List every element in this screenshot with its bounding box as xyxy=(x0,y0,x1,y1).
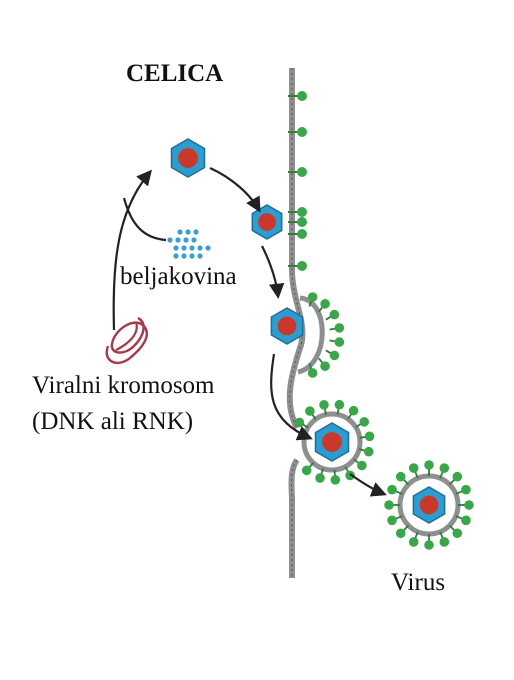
arrow-to-release xyxy=(349,473,387,497)
protein-dot xyxy=(181,245,187,251)
process-arrows xyxy=(112,166,387,497)
released-glycoprotein xyxy=(452,528,463,539)
capsid-assembled xyxy=(170,138,206,178)
budding-glycoprotein xyxy=(329,309,340,320)
cell-membrane-upper-edge xyxy=(289,68,303,429)
exiting-glycoprotein xyxy=(363,446,374,457)
released-glycoprotein xyxy=(439,463,450,473)
protein-dot xyxy=(189,253,195,259)
released-glycoprotein xyxy=(464,500,474,510)
cell-membrane-lower xyxy=(288,458,300,578)
protein-dot xyxy=(205,245,211,251)
cell-membrane xyxy=(286,68,306,578)
glycoprotein xyxy=(297,91,307,101)
capsid-exiting-core xyxy=(322,432,342,452)
released-glycoprotein xyxy=(424,540,434,550)
released-glycoprotein xyxy=(387,515,397,526)
arrow-to-exit xyxy=(270,353,313,441)
viral-chromosome-strand xyxy=(105,316,149,365)
released-virus-envelope xyxy=(384,460,474,550)
protein-dot xyxy=(173,245,179,251)
exiting-glycoprotein xyxy=(348,405,359,416)
released-glycoprotein xyxy=(384,500,394,510)
released-glycoprotein xyxy=(461,484,471,495)
protein-dot xyxy=(193,229,199,235)
capsid-released xyxy=(412,486,446,524)
budding-glycoprotein xyxy=(320,361,330,371)
released-glycoprotein xyxy=(461,515,471,526)
arrow-chromosome-to-capsid xyxy=(112,169,152,331)
viral-chromosome-strand-2 xyxy=(115,321,138,351)
exiting-glycoprotein xyxy=(359,417,370,427)
capsid-released-core xyxy=(419,495,439,515)
glycoprotein xyxy=(297,207,307,217)
glycoprotein xyxy=(297,229,307,239)
budding-glycoprotein xyxy=(307,368,318,378)
exiting-glycoprotein xyxy=(364,431,375,442)
protein-label: beljakovina xyxy=(120,263,237,290)
released-glycoprotein xyxy=(452,471,463,482)
released-glycoprotein xyxy=(387,484,397,495)
membrane-glycoproteins xyxy=(288,91,307,271)
arrow-capsid-to-membrane xyxy=(209,166,261,213)
protein-dot xyxy=(181,253,187,259)
exiting-virus-membrane xyxy=(301,411,363,473)
arrow-to-budding xyxy=(261,245,285,300)
glycoprotein xyxy=(297,127,307,137)
exiting-glycoprotein xyxy=(330,475,341,485)
exiting-glycoprotein xyxy=(357,460,367,471)
released-glycoprotein xyxy=(408,463,419,473)
protein-dot xyxy=(191,237,197,243)
capsids xyxy=(170,138,446,524)
protein-dot xyxy=(183,237,189,243)
budding-glycoprotein xyxy=(334,337,345,347)
released-glycoprotein xyxy=(424,460,434,470)
released-glycoprotein xyxy=(395,471,406,482)
glycoprotein xyxy=(297,217,307,227)
protein-dot xyxy=(177,229,183,235)
glycoprotein xyxy=(297,261,307,271)
capsid-at-membrane-core xyxy=(258,213,276,231)
protein-dot xyxy=(189,245,195,251)
exiting-glycoprotein xyxy=(315,473,325,483)
exiting-glycoprotein xyxy=(345,470,355,481)
protein-dots xyxy=(167,229,211,259)
capsid-exiting xyxy=(314,422,350,462)
protein-dot xyxy=(197,253,203,259)
chromosome-sublabel: (DNK ali RNK) xyxy=(32,408,194,435)
budding-glycoprotein xyxy=(320,299,330,309)
budding-glycoprotein xyxy=(329,350,340,361)
capsid-budding-core xyxy=(277,316,297,336)
protein-dot xyxy=(167,237,173,243)
protein-dot xyxy=(185,229,191,235)
exiting-glycoprotein xyxy=(301,465,312,476)
capsid-budding xyxy=(270,307,304,345)
budding-envelope-arc xyxy=(297,295,325,375)
exiting-glycoprotein xyxy=(334,399,345,410)
released-glycoprotein xyxy=(439,537,450,547)
chromosome-label: Viralni kromosom xyxy=(32,372,215,399)
budding-glycoprotein xyxy=(307,292,318,302)
capsid-assembled-core xyxy=(178,148,198,168)
glycoprotein xyxy=(297,167,307,177)
budding-envelope xyxy=(297,292,345,378)
released-glycoprotein xyxy=(408,537,419,547)
exiting-glycoprotein xyxy=(294,417,305,428)
protein-dot xyxy=(175,237,181,243)
arrow-protein-to-capsid xyxy=(122,197,167,242)
exiting-glycoprotein xyxy=(319,400,329,410)
viral-chromosome xyxy=(105,316,149,365)
virus-label: Virus xyxy=(391,569,446,596)
diagram-title: CELICA xyxy=(126,60,224,87)
capsid-at-membrane xyxy=(251,204,283,240)
exiting-glycoprotein xyxy=(305,406,315,416)
protein-dot xyxy=(173,253,179,259)
protein-dot xyxy=(197,245,203,251)
released-glycoprotein xyxy=(395,528,406,539)
budding-glycoprotein xyxy=(334,323,345,333)
